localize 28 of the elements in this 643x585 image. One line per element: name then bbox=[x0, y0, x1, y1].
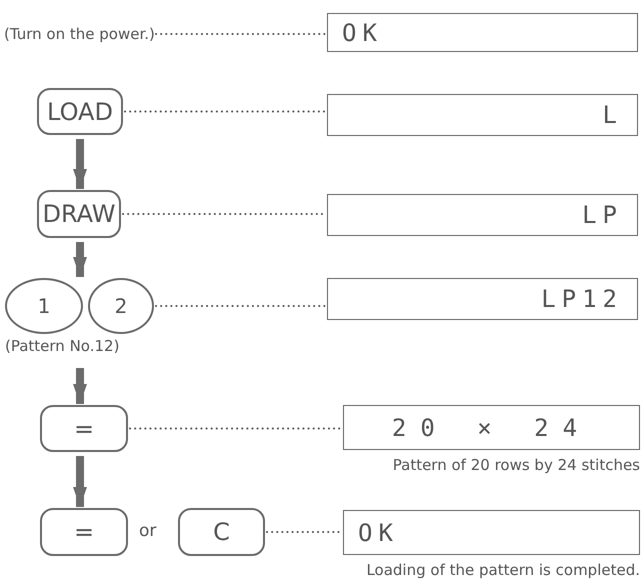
flow-arrow bbox=[73, 139, 87, 189]
key-button: C bbox=[178, 508, 265, 556]
dotted-leader-line bbox=[124, 110, 326, 112]
key-button: 1 bbox=[5, 278, 83, 334]
flow-arrow bbox=[73, 456, 87, 507]
pattern-number-note: (Pattern No.12) bbox=[5, 337, 120, 355]
key-button: = bbox=[40, 508, 128, 556]
display-screen: L bbox=[327, 94, 638, 136]
flow-arrow bbox=[73, 242, 87, 277]
dotted-leader-line bbox=[129, 428, 342, 430]
display-screen: 20 × 24 bbox=[343, 405, 640, 450]
or-text: or bbox=[139, 521, 156, 541]
note-text: Pattern of 20 rows by 24 stitches bbox=[392, 456, 640, 474]
dotted-leader-line bbox=[155, 33, 326, 35]
key-button: DRAW bbox=[37, 190, 121, 238]
dotted-leader-line bbox=[155, 305, 326, 307]
display-screen: OK bbox=[327, 13, 638, 52]
instruction-text: (Turn on the power.) bbox=[4, 22, 154, 46]
key-button: 2 bbox=[88, 278, 154, 334]
key-button: LOAD bbox=[37, 88, 123, 135]
display-screen: LP bbox=[327, 194, 638, 236]
dotted-leader-line bbox=[266, 531, 342, 533]
display-screen: OK bbox=[343, 510, 640, 555]
display-screen: LP12 bbox=[327, 278, 638, 320]
dotted-leader-line bbox=[122, 213, 326, 215]
note-text: Loading of the pattern is completed. bbox=[366, 561, 640, 579]
key-button: = bbox=[40, 405, 128, 452]
flow-arrow bbox=[73, 368, 87, 404]
